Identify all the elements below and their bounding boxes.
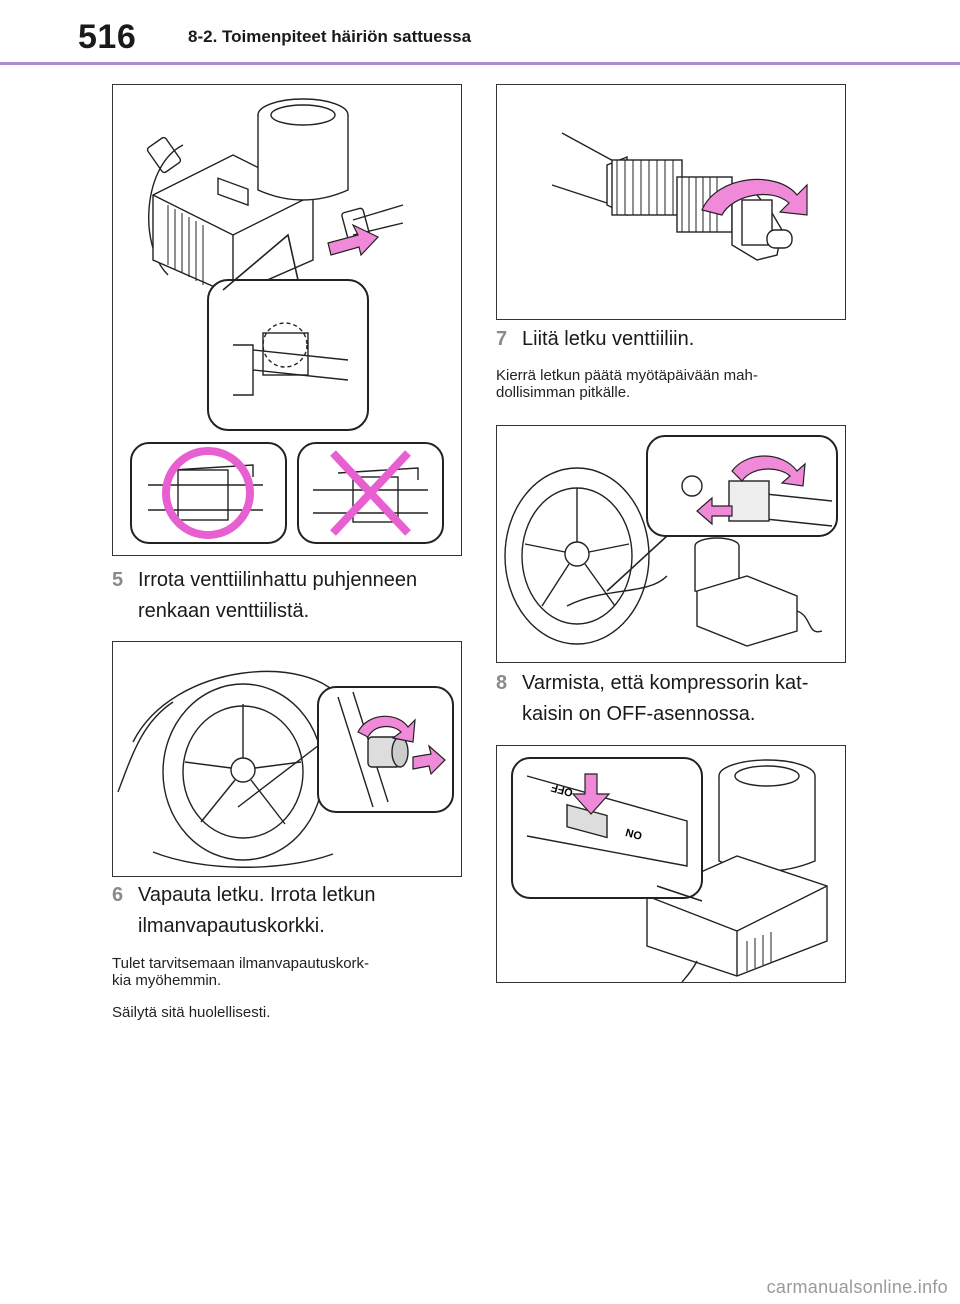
note-step6-b: Säilytä sitä huolellisesti. (112, 1004, 271, 1021)
step-text: Varmista, että kompressorin kat-kaisin o… (522, 672, 809, 725)
header-rule (0, 62, 960, 65)
section-title: 8-2. Toimenpiteet häiriön sattuessa (188, 27, 472, 46)
step-number: 7 (496, 328, 508, 350)
page-number: 516 (78, 18, 137, 56)
step-text: Liitä letku venttiiliin. (522, 328, 695, 350)
ng-cross-icon (330, 450, 411, 536)
figure-hose-valve (496, 425, 846, 663)
step-8: 8 Varmista, että kompressorin kat-kaisin… (496, 668, 856, 730)
step-number: 8 (496, 672, 508, 694)
step-number: 6 (112, 884, 124, 906)
figure-compressor-connection (112, 84, 462, 556)
step-number: 5 (112, 569, 124, 591)
figure-hose-twist (496, 84, 846, 320)
switch-on-label: ON (624, 826, 643, 842)
step-7: 7 Liitä letku venttiiliin. (496, 324, 856, 355)
figure-compressor-switch: OFF ON (496, 745, 846, 983)
figure-valve-cap (112, 641, 462, 877)
switch-off-label: OFF (550, 781, 575, 798)
note-step6-a: Tulet tarvitsemaan ilmanvapautuskork-kia… (112, 955, 370, 989)
watermark: carmanualsonline.info (766, 1277, 948, 1297)
ok-circle-icon (162, 447, 254, 539)
note-step7: Kierrä letkun päätä myötäpäivään mah-dol… (496, 367, 758, 401)
